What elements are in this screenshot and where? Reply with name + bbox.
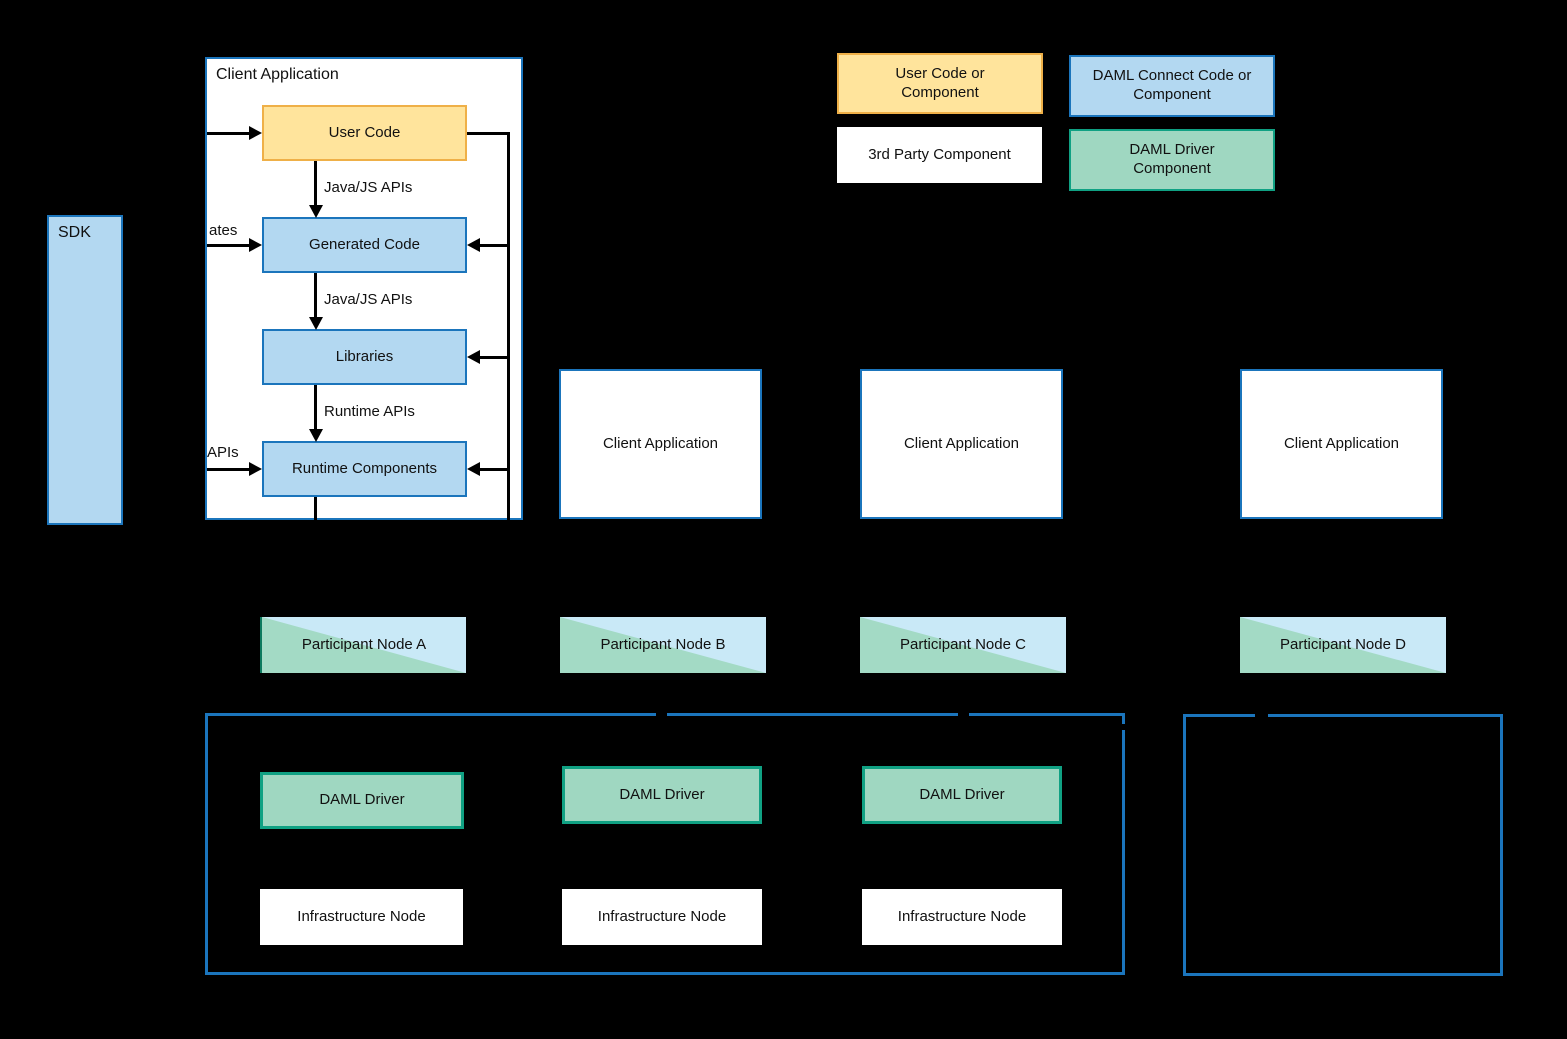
- node-group-box-right: [1183, 714, 1503, 976]
- arrowhead-left-icon: [467, 238, 480, 252]
- legend-daml-connect-box: DAML Connect Code or Component: [1069, 55, 1275, 117]
- arrowhead-down-icon: [309, 429, 323, 442]
- generated-code-box: Generated Code: [262, 217, 467, 273]
- participant-node-c-box: Participant Node C: [860, 617, 1066, 673]
- infrastructure-node-label: Infrastructure Node: [297, 907, 426, 925]
- infrastructure-node-label: Infrastructure Node: [597, 907, 727, 925]
- border-notch: [958, 711, 969, 719]
- arrowhead-right-icon: [249, 238, 262, 252]
- feedback-to-libraries-line: [480, 356, 509, 359]
- infrastructure-node-box-3: Infrastructure Node: [862, 889, 1062, 945]
- runtime-outgoing-line: [314, 497, 317, 521]
- arrowhead-left-icon: [467, 350, 480, 364]
- daml-driver-box-2: DAML Driver: [562, 766, 762, 824]
- daml-driver-label: DAML Driver: [319, 791, 405, 809]
- sdk-label: SDK: [58, 224, 91, 241]
- incoming-generated-code-label-fragment: ates: [209, 222, 238, 239]
- arrowhead-right-icon: [249, 462, 262, 476]
- daml-driver-box-3: DAML Driver: [862, 766, 1062, 824]
- border-notch: [656, 711, 667, 719]
- sdk-box: SDK: [47, 215, 123, 525]
- arrow-generated-to-libraries-line: [314, 273, 317, 318]
- client-application-box-d: Client Application: [1240, 369, 1443, 519]
- infrastructure-node-box-2: Infrastructure Node: [562, 889, 762, 945]
- daml-driver-box-1: DAML Driver: [260, 772, 464, 829]
- feedback-to-runtime-line: [480, 468, 509, 471]
- arrow-label-libraries-to-runtime: Runtime APIs: [324, 403, 415, 420]
- border-notch: [1255, 712, 1268, 720]
- client-application-detail-title: Client Application: [216, 66, 339, 83]
- participant-node-label: Participant Node C: [900, 635, 1026, 653]
- runtime-components-label: Runtime Components: [291, 459, 438, 477]
- participant-node-label: Participant Node A: [301, 635, 427, 653]
- arrowhead-down-icon: [309, 205, 323, 218]
- libraries-label: Libraries: [335, 347, 394, 365]
- client-application-box-c: Client Application: [860, 369, 1063, 519]
- incoming-runtime-line: [207, 468, 250, 471]
- legend-daml-driver-box: DAML Driver Component: [1069, 129, 1275, 191]
- feedback-to-generated-line: [480, 244, 509, 247]
- feedback-top-line: [467, 132, 510, 135]
- legend-daml-connect-label: DAML Connect Code or Component: [1092, 67, 1252, 103]
- client-application-detail-box: Client Application User Code Generated C…: [205, 57, 523, 521]
- arrow-label-generated-to-libraries: Java/JS APIs: [324, 291, 413, 308]
- incoming-runtime-label-fragment: APIs: [207, 444, 239, 461]
- border-notch: [1120, 724, 1128, 730]
- client-application-box-b: Client Application: [559, 369, 762, 519]
- participant-node-label: Participant Node B: [600, 635, 726, 653]
- runtime-components-box: Runtime Components: [262, 441, 467, 497]
- legend-third-party-label: 3rd Party Component: [868, 145, 1011, 163]
- participant-node-d-box: Participant Node D: [1240, 617, 1446, 673]
- participant-node-b-box: Participant Node B: [560, 617, 766, 673]
- client-application-label: Client Application: [903, 434, 1020, 452]
- arrow-user-to-generated-line: [314, 161, 317, 206]
- incoming-generated-code-line: [207, 244, 250, 247]
- infrastructure-node-box-1: Infrastructure Node: [260, 889, 463, 945]
- generated-code-label: Generated Code: [309, 235, 420, 253]
- participant-node-a-box: Participant Node A: [260, 617, 466, 673]
- arrow-label-user-to-generated: Java/JS APIs: [324, 179, 413, 196]
- legend-third-party-box: 3rd Party Component: [837, 127, 1042, 183]
- user-code-label: User Code: [328, 123, 401, 141]
- daml-driver-label: DAML Driver: [919, 785, 1005, 803]
- legend-user-code-label: User Code or Component: [895, 64, 985, 101]
- user-code-box: User Code: [262, 105, 467, 161]
- arrowhead-down-icon: [309, 317, 323, 330]
- libraries-box: Libraries: [262, 329, 467, 385]
- client-application-label: Client Application: [1283, 434, 1400, 452]
- daml-driver-label: DAML Driver: [619, 785, 705, 803]
- incoming-user-code-line: [207, 132, 250, 135]
- participant-node-label: Participant Node D: [1280, 635, 1406, 653]
- client-application-label: Client Application: [602, 434, 719, 452]
- infrastructure-node-label: Infrastructure Node: [897, 907, 1027, 925]
- feedback-vertical-line: [507, 132, 510, 520]
- legend-daml-driver-label: DAML Driver Component: [1129, 141, 1215, 177]
- legend-user-code-box: User Code or Component: [837, 53, 1043, 114]
- arrowhead-left-icon: [467, 462, 480, 476]
- arrow-libraries-to-runtime-line: [314, 385, 317, 430]
- arrowhead-right-icon: [249, 126, 262, 140]
